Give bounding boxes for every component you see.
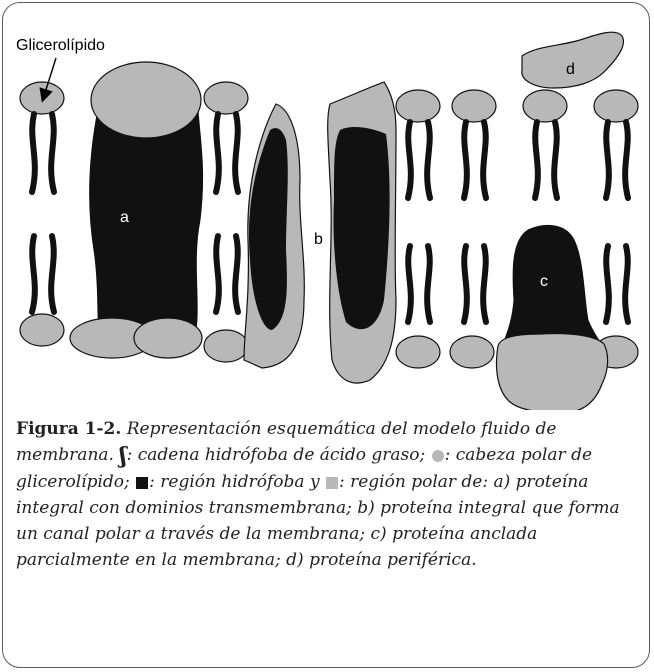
lipid-right1-upper (396, 90, 440, 198)
membrane-diagram: Glicerolípido a b (0, 0, 654, 410)
protein-c: c (497, 225, 608, 410)
lipid-right2-lower (450, 246, 494, 368)
fatty-acid-chain-icon: ʃ (119, 443, 126, 469)
lipid-left-upper (20, 82, 64, 192)
polar-region-icon (326, 477, 338, 489)
caption-fatty-acid-chain: : cadena hidrófoba de ácido graso; (127, 445, 426, 465)
lipid-right4-upper (594, 90, 638, 198)
polar-head-icon (432, 450, 444, 462)
lipid-left-lower (20, 236, 64, 346)
lipid-mid-upper (204, 82, 248, 192)
lipid-right3-upper (523, 90, 567, 198)
figure-caption: Figura 1-2. Representación esquemática d… (16, 416, 636, 573)
caption-hydrophobic-region: : región hidrófoba y (149, 472, 319, 492)
label-a: a (120, 209, 129, 226)
protein-d: d (522, 32, 624, 88)
label-glicerolipido: Glicerolípido (16, 37, 105, 54)
caption-figure-label: Figura 1-2. (16, 419, 121, 439)
protein-a: a (70, 62, 203, 358)
label-b: b (314, 231, 323, 248)
protein-b-right (328, 82, 396, 383)
lipid-mid-lower (204, 236, 248, 362)
protein-b-left (244, 104, 304, 368)
lipid-right2-upper (452, 90, 496, 198)
label-c: c (540, 273, 548, 290)
label-d: d (566, 61, 575, 78)
hydrophobic-region-icon (136, 477, 148, 489)
lipid-right1-lower (396, 246, 440, 368)
